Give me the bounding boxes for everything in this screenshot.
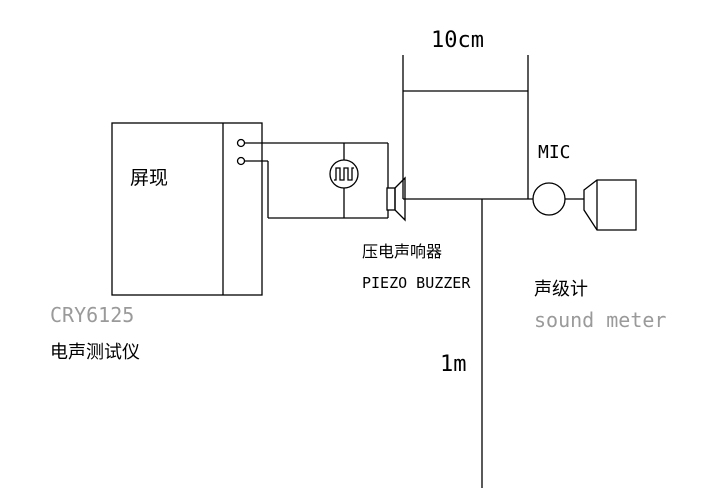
screen-label: 屏现 (130, 167, 168, 189)
sound-meter-icon (583, 179, 637, 231)
wiring (245, 142, 389, 219)
speaker-icon (386, 176, 406, 222)
microphone-icon (532, 182, 566, 216)
dimension-vertical-label: 1m (440, 352, 467, 377)
buzzer-en-label: PIEZO BUZZER (362, 274, 471, 292)
square-wave-signal-icon (329, 159, 359, 189)
meter-en-label: sound meter (534, 308, 666, 332)
tester-model-label: CRY6125 (50, 303, 134, 327)
buzzer-cn-label: 压电声响器 (362, 242, 442, 261)
tester-outline (111, 122, 263, 296)
mic-label: MIC (538, 142, 571, 163)
tester-terminal-bottom (236, 156, 246, 166)
tester-device (111, 122, 263, 296)
meter-cn-label: 声级计 (534, 279, 588, 300)
enclosure-10cm (402, 55, 533, 200)
tester-name-label: 电声测试仪 (50, 342, 140, 363)
tester-terminal-top (236, 138, 246, 148)
dimension-top-label: 10cm (431, 28, 484, 53)
